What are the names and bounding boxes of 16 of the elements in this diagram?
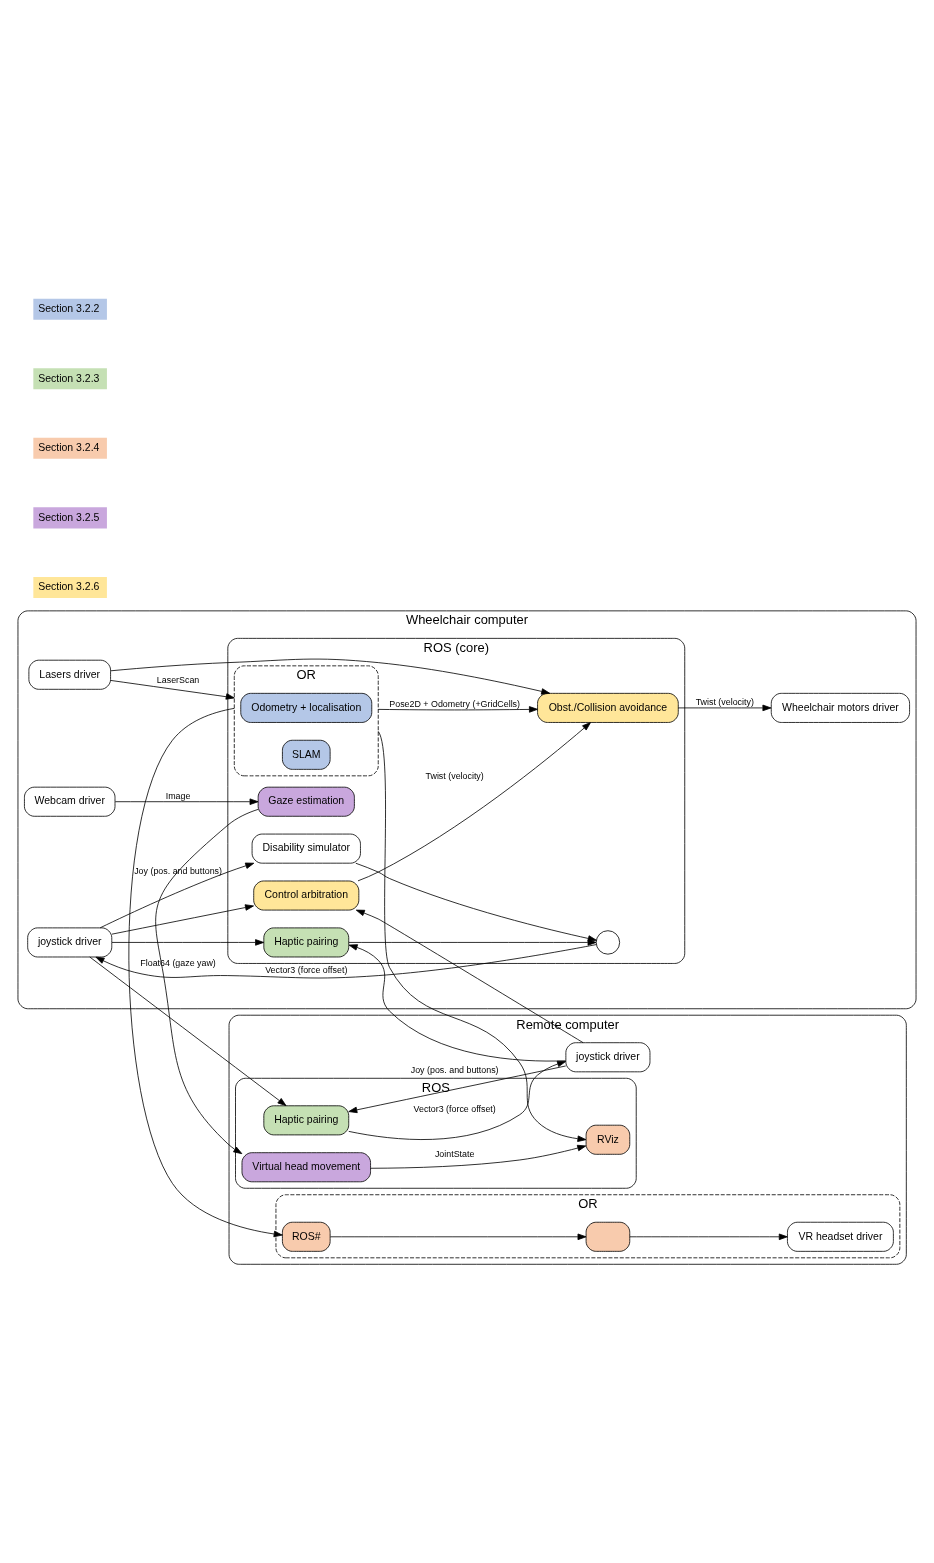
edge-label: Twist (velocity) <box>695 697 754 708</box>
edge-label: Vector3 (force offset) <box>413 1104 496 1115</box>
edge-label: LaserScan <box>156 674 200 685</box>
legend-label: Section 3.2.3 <box>38 371 100 384</box>
legend-label: Section 3.2.6 <box>38 580 100 593</box>
edge-label: Joy (pos. and buttons) <box>410 1065 499 1076</box>
legend-label: Section 3.2.2 <box>38 301 100 314</box>
edge-label: Joy (pos. and buttons) <box>134 865 223 876</box>
edge-label: Image <box>165 791 191 802</box>
edge-label: Twist (velocity) <box>425 770 484 781</box>
edge-label: Float64 (gaze yaw) <box>140 957 216 968</box>
edge-label: Pose2D + Odometry (+GridCells) <box>389 698 521 709</box>
legend-label: Section 3.2.4 <box>38 441 100 454</box>
edge-label: JointState <box>434 1149 475 1160</box>
legend-label: Section 3.2.5 <box>38 510 100 523</box>
edge-label: Vector3 (force offset) <box>265 965 348 975</box>
